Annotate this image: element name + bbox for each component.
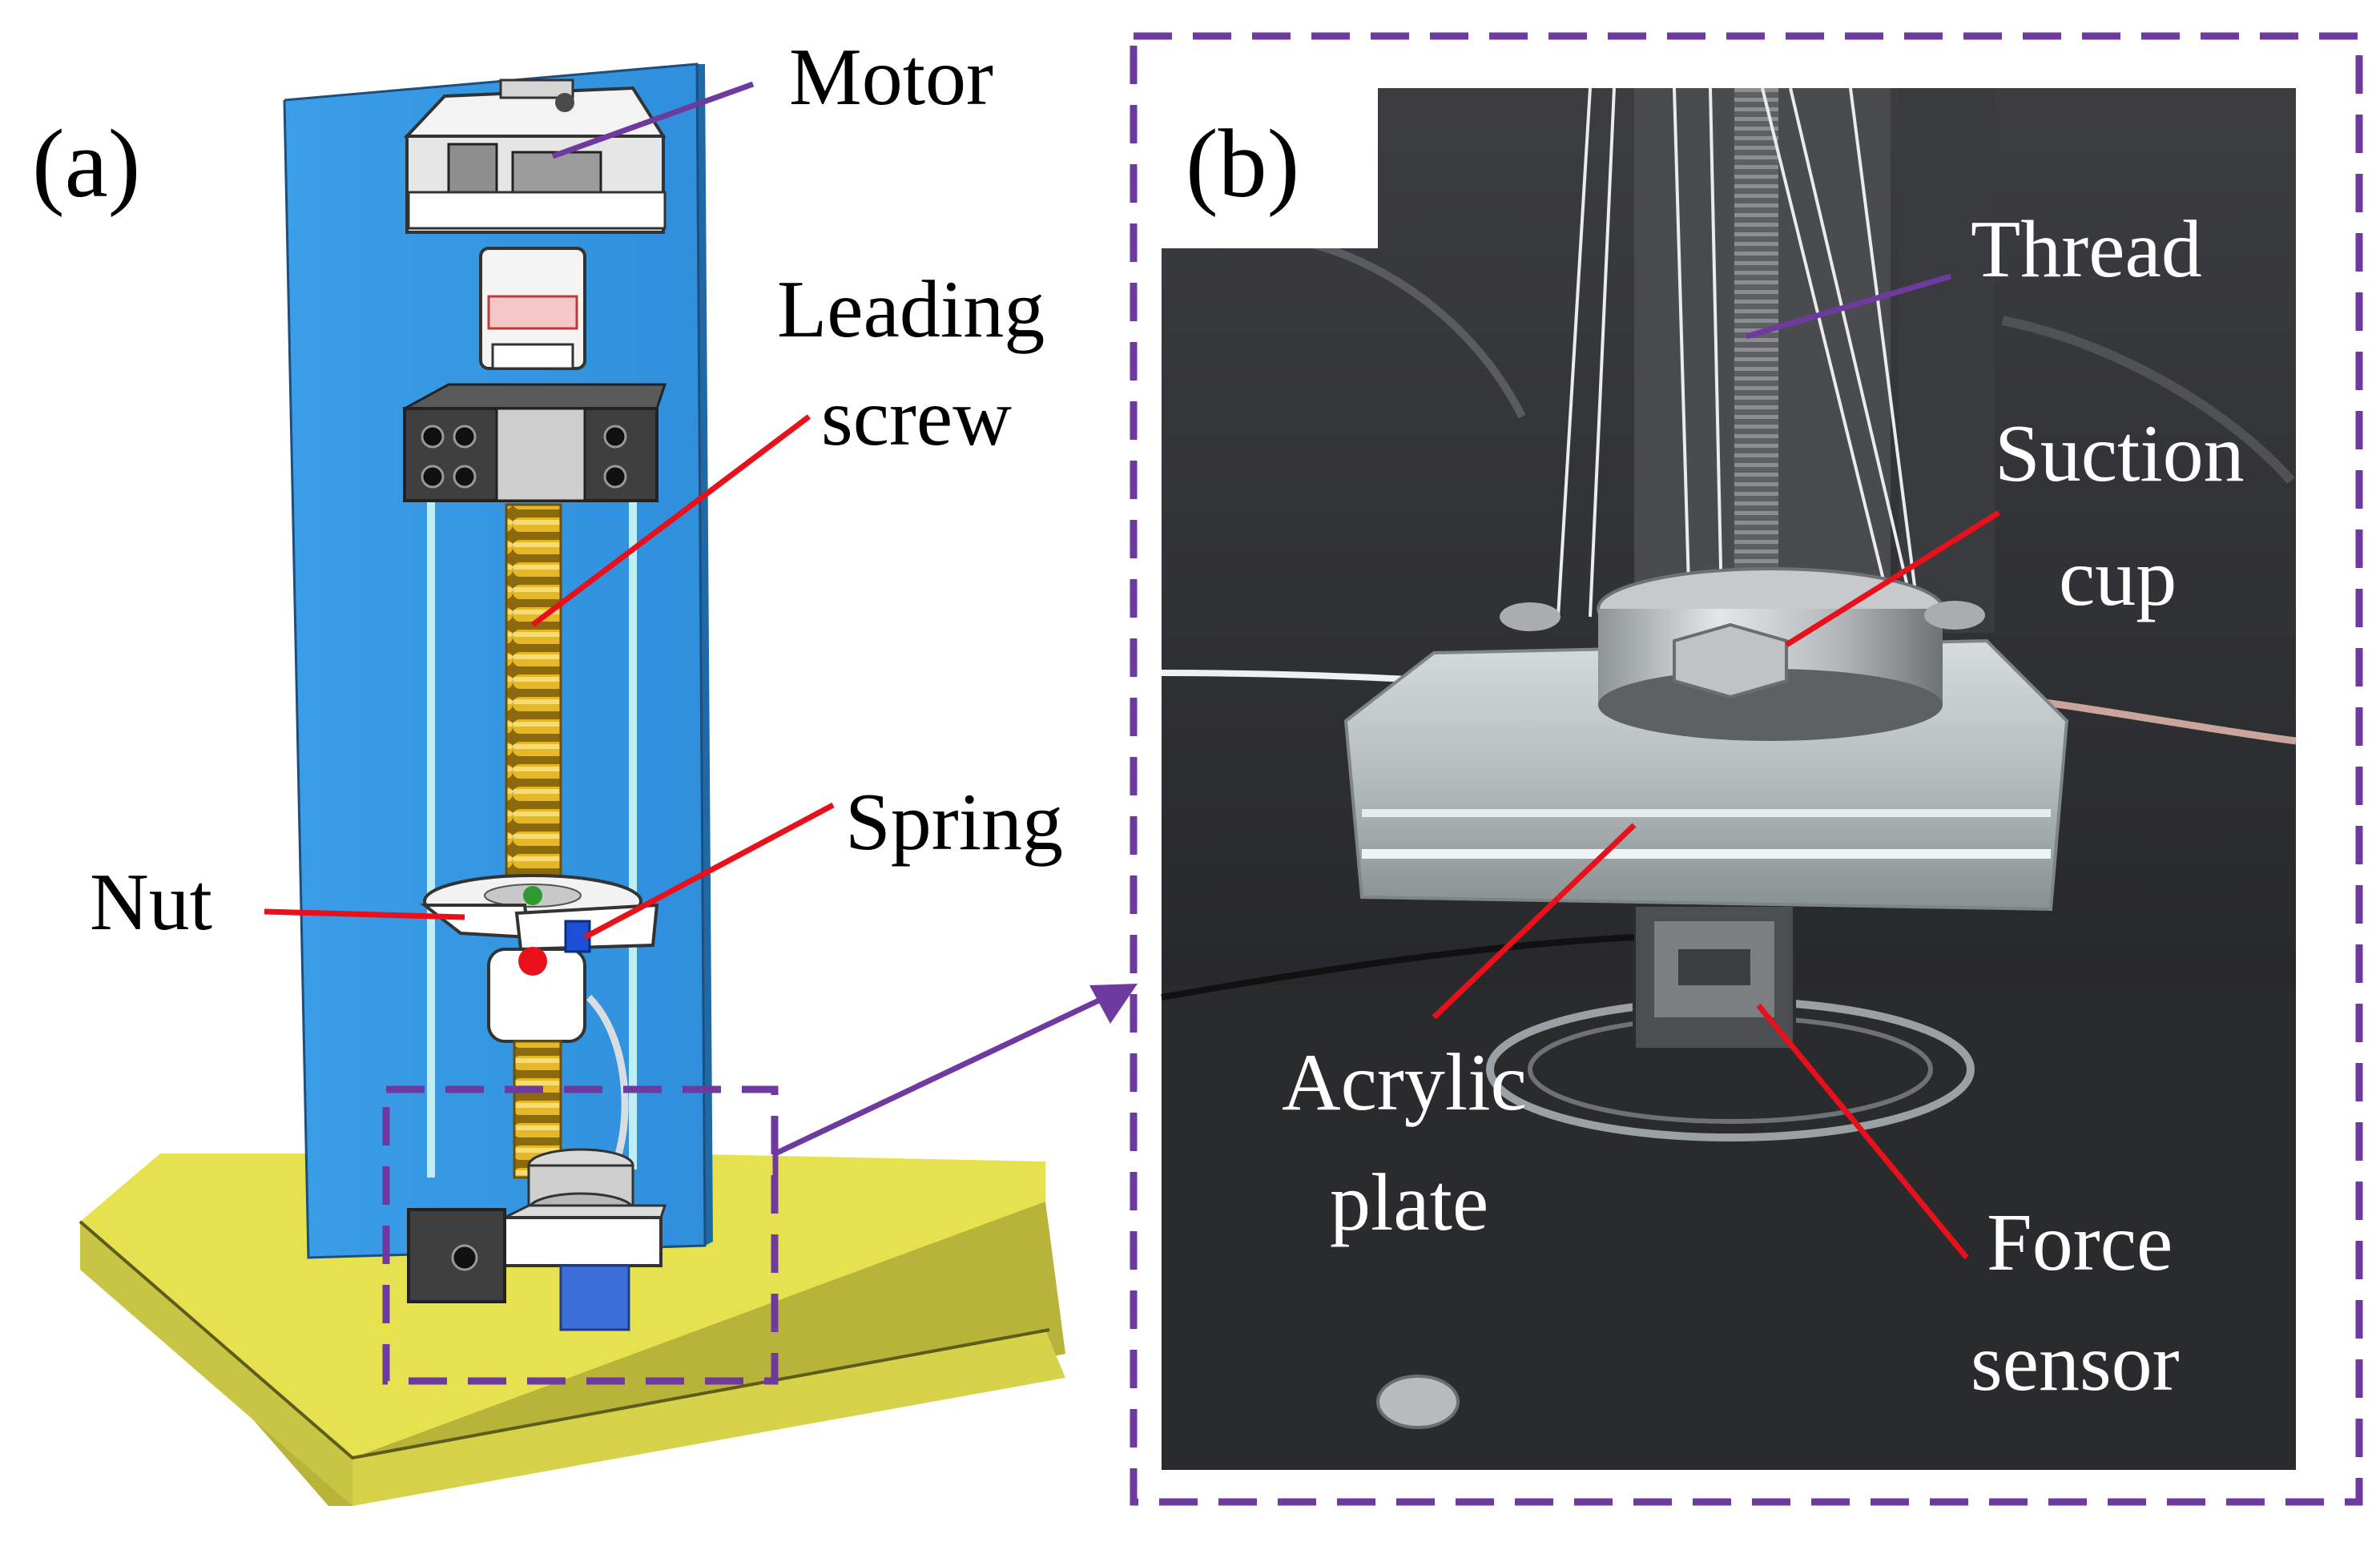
leading-screw <box>505 503 562 891</box>
nut-label: Nut <box>90 857 212 948</box>
zoom-region-box <box>382 1085 779 1385</box>
suction-cup-label-line2: cup <box>2059 533 2177 623</box>
leading-screw-leader <box>530 414 811 627</box>
nut-leader <box>264 908 465 920</box>
acrylic-plate-leader <box>1432 823 1637 1020</box>
force-sensor-leader <box>1756 1003 1969 1260</box>
motor-leader <box>551 81 755 159</box>
coupling <box>479 247 586 370</box>
panel-b: (b) Thread Suction cup Acrylic plate For… <box>1130 32 2363 1506</box>
guide-rods <box>427 489 637 1178</box>
acrylic-plate-label-line2: plate <box>1330 1157 1488 1248</box>
panel-b-label: (b) <box>1186 110 1299 218</box>
panel-b-frame <box>1130 32 2363 1506</box>
spring-label: Spring <box>845 777 1063 868</box>
panel-a-label: (a) <box>32 110 140 218</box>
force-sensor-label-line1: Force <box>1987 1198 2173 1288</box>
photo <box>1161 87 2297 1470</box>
leading-screw-label-line2: screw <box>821 372 1012 463</box>
force-sensor-label-line2: sensor <box>1971 1318 2180 1408</box>
motor-label: Motor <box>789 32 993 123</box>
suction-cup-leader <box>1785 510 2000 647</box>
back-panel <box>283 62 713 1259</box>
spring-leader <box>583 802 835 940</box>
nut-assembly <box>420 874 659 1043</box>
acrylic-plate-label-line1: Acrylic <box>1282 1037 1527 1128</box>
panel-a: (a) <box>32 32 1138 1506</box>
suction-cup-label-line1: Suction <box>1995 409 2245 499</box>
thread-label: Thread <box>1971 204 2202 295</box>
panel-b-label-box <box>1162 88 1378 248</box>
leading-screw-label-line1: Leading <box>777 264 1045 355</box>
zoom-arrow <box>772 984 1138 1186</box>
thread-leader <box>1746 273 1951 340</box>
bottom-assembly <box>407 1148 667 1331</box>
top-bearing-block <box>403 383 667 502</box>
motor <box>403 79 666 234</box>
